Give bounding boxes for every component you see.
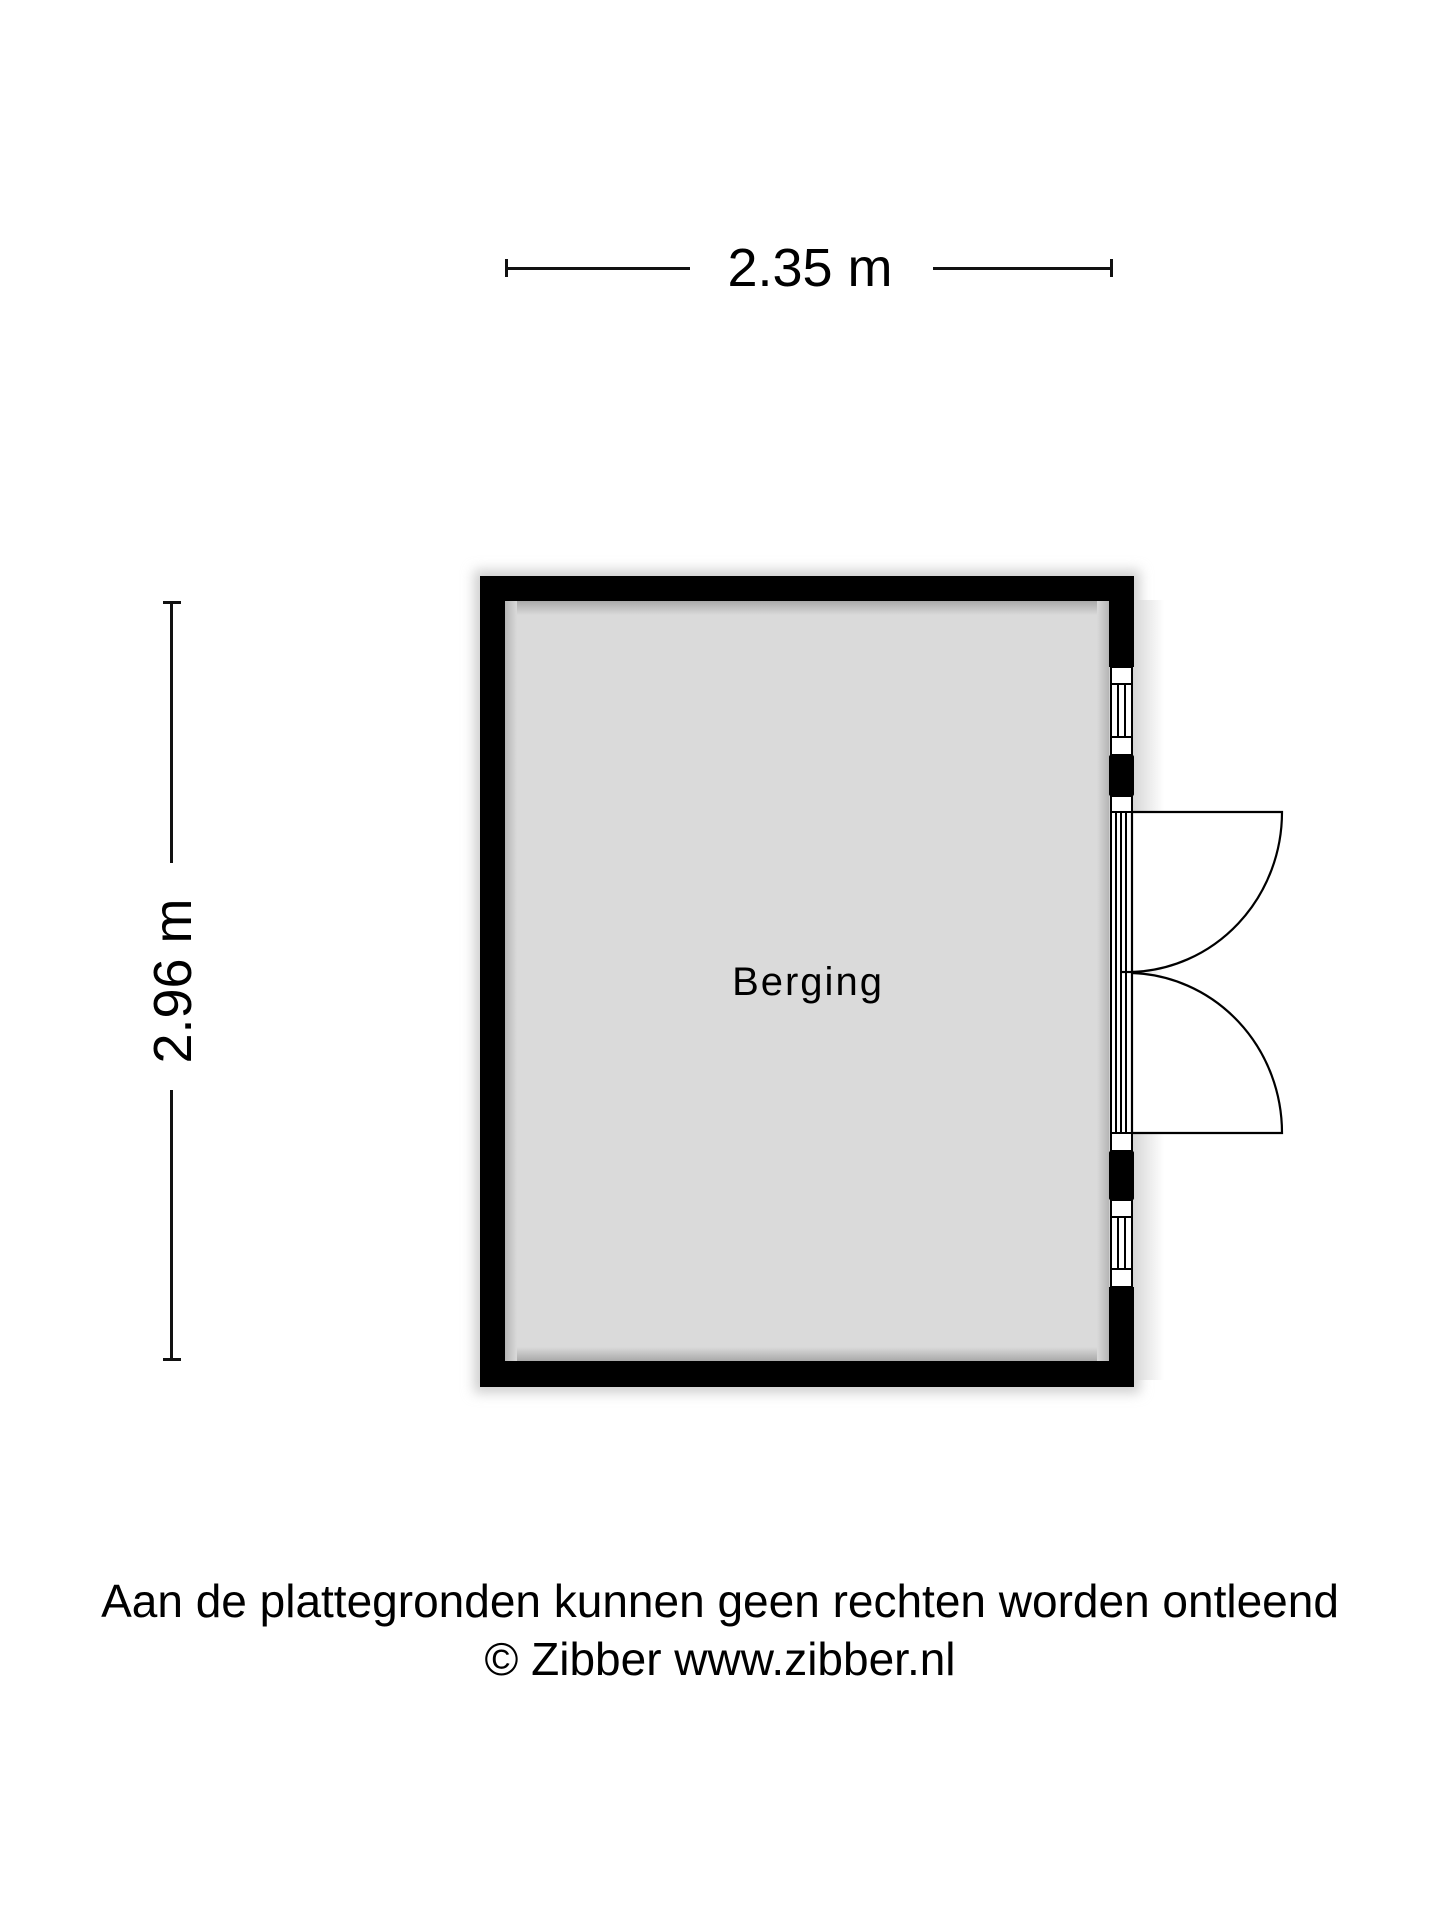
width-dimension: 2.35 m bbox=[505, 240, 1113, 296]
walls bbox=[480, 576, 1134, 1387]
wall-left bbox=[480, 576, 505, 1387]
double-door bbox=[1121, 810, 1284, 1135]
wall-right-upper bbox=[1109, 576, 1134, 667]
wall-bottom bbox=[480, 1361, 1134, 1387]
dimension-tick-bottom bbox=[163, 1358, 181, 1361]
disclaimer-text: Aan de plattegronden kunnen geen rechten… bbox=[101, 1575, 1339, 1627]
dimension-line-right bbox=[933, 267, 1113, 270]
wall-right-pier-upper bbox=[1109, 755, 1134, 796]
copyright-text: © Zibber www.zibber.nl bbox=[484, 1633, 956, 1685]
wall-right-lower bbox=[1109, 1287, 1134, 1387]
wall-top bbox=[480, 576, 1134, 601]
dimension-tick-right bbox=[1110, 259, 1113, 277]
height-dimension: 2.96 m bbox=[143, 601, 203, 1361]
dimension-line-bottom bbox=[170, 1090, 173, 1361]
window-lower bbox=[1110, 1199, 1133, 1288]
door-frame bbox=[1110, 795, 1133, 1152]
dimension-line-left bbox=[505, 267, 690, 270]
dimension-line-top bbox=[170, 601, 173, 863]
width-dimension-label: 2.35 m bbox=[727, 238, 893, 298]
room-floor bbox=[505, 601, 1109, 1361]
door-leaf-upper bbox=[1130, 810, 1284, 974]
room-label-berging: Berging bbox=[732, 960, 884, 1004]
wall-right-pier-lower bbox=[1109, 1151, 1134, 1200]
footer: Aan de plattegronden kunnen geen rechten… bbox=[0, 1572, 1440, 1688]
door-leaf-lower bbox=[1130, 971, 1284, 1135]
window-upper bbox=[1110, 666, 1133, 756]
